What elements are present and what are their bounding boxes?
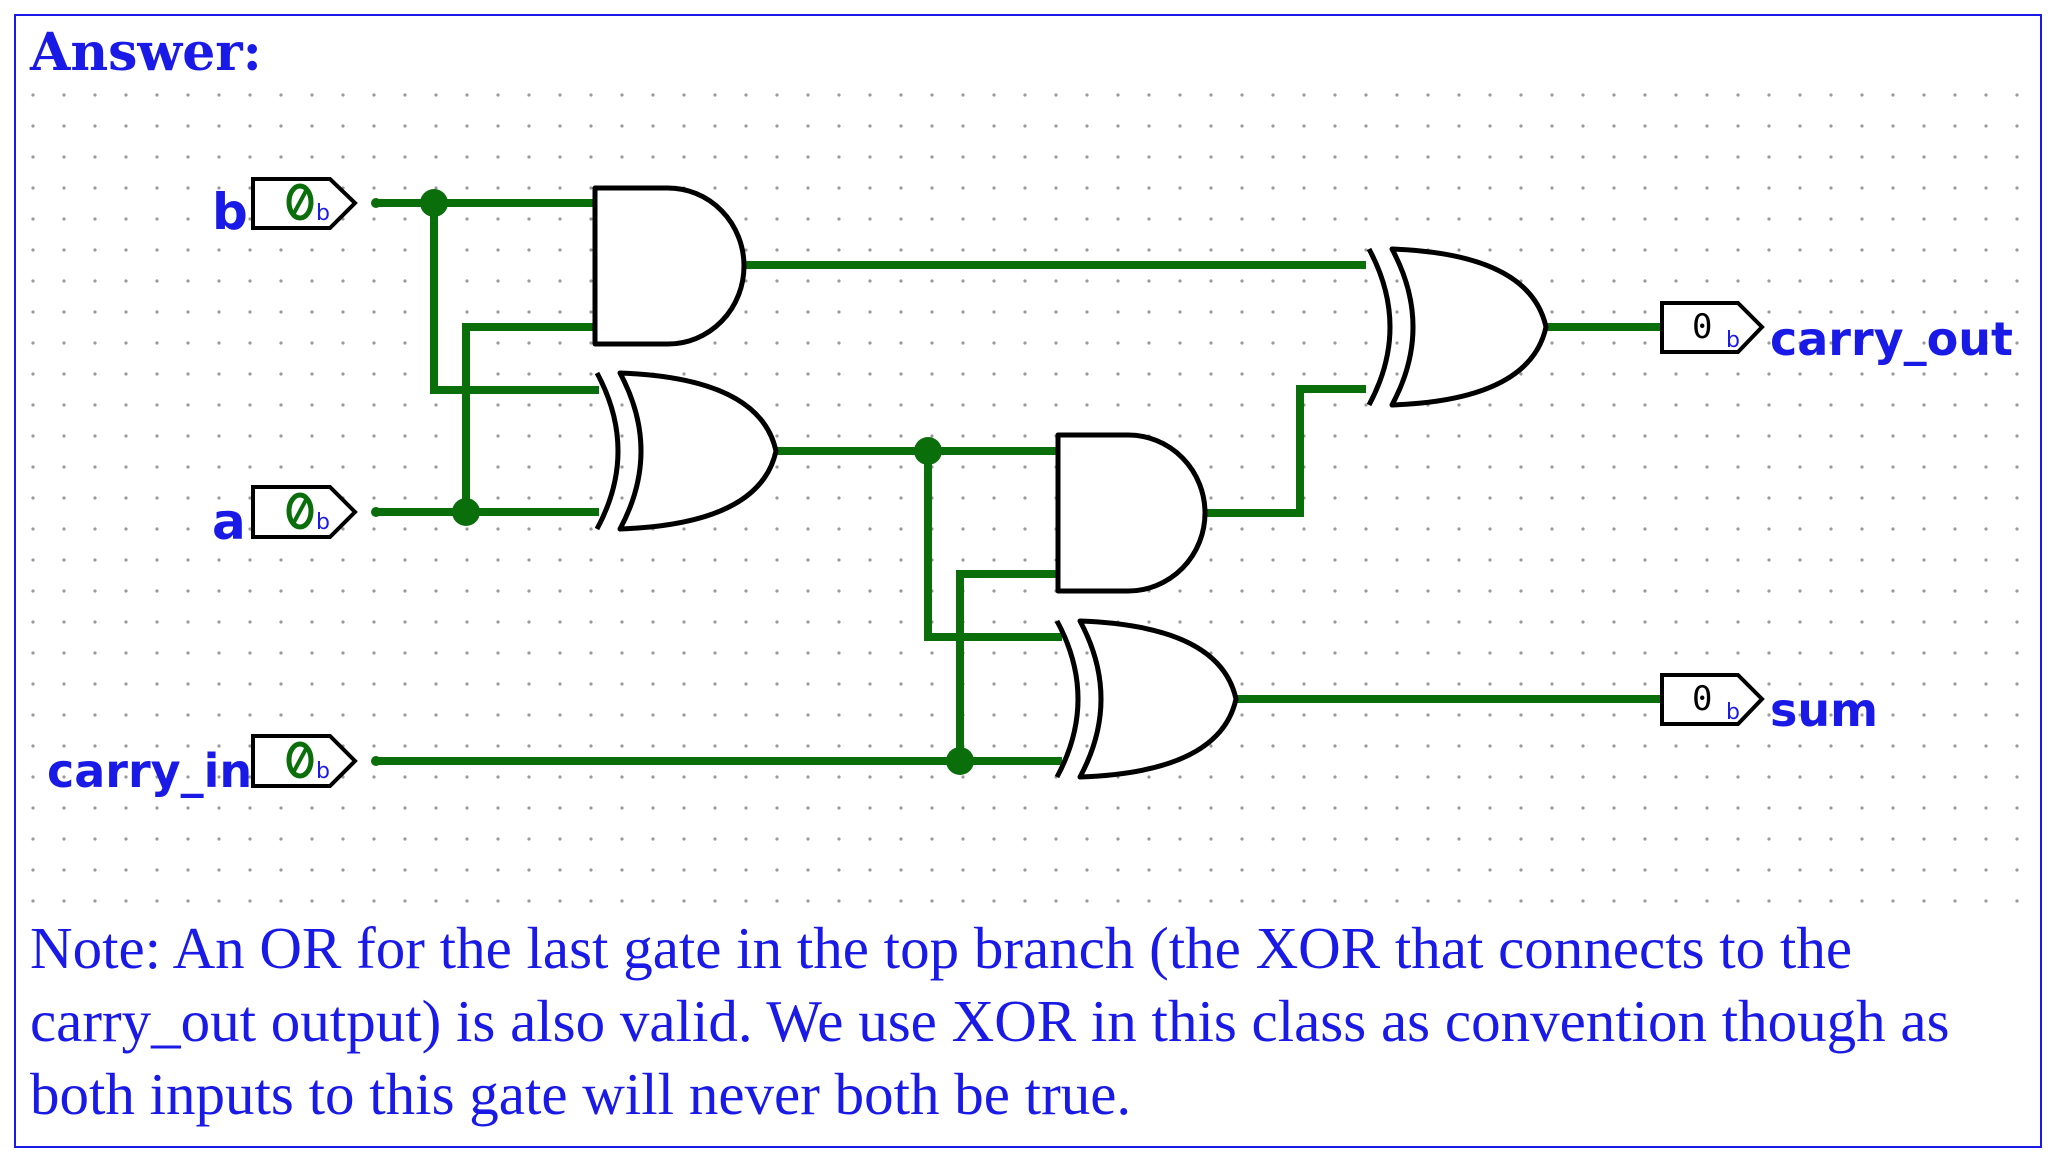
pin-base-carry-in: b xyxy=(316,759,330,784)
junction-xor1-out xyxy=(914,437,942,465)
wire-cin-to-and2 xyxy=(956,570,1062,765)
pin-base-sum: b xyxy=(1726,700,1740,725)
pin-base-b: b xyxy=(316,201,330,226)
pin-base-a: b xyxy=(316,510,330,535)
wire-b-to-xor1 xyxy=(430,199,599,394)
input-pin-carry-in[interactable]: b carry_in xyxy=(47,734,381,798)
output-pin-sum: 0 b sum xyxy=(1660,673,1878,737)
xor-gate-2 xyxy=(1054,618,1239,780)
junction-b xyxy=(420,189,448,217)
junction-a xyxy=(452,498,480,526)
pin-value-carry-in xyxy=(286,741,314,779)
answer-heading: Answer: xyxy=(30,22,262,83)
and-gate-2 xyxy=(1055,432,1208,594)
xor-gate-3 xyxy=(1366,246,1549,408)
label-a: a xyxy=(212,493,246,551)
pin-value-a xyxy=(286,492,314,530)
input-pin-a[interactable]: b a xyxy=(212,485,381,551)
label-carry-out: carry_out xyxy=(1770,312,2013,366)
label-b: b xyxy=(212,183,248,241)
wires xyxy=(374,199,1666,765)
grid-background xyxy=(30,80,2030,906)
and-gate-1 xyxy=(592,185,747,347)
input-pin-b[interactable]: b b xyxy=(212,177,381,241)
wire-and2-to-xor3 xyxy=(1201,385,1366,517)
pin-value-carry-out: 0 xyxy=(1692,307,1712,347)
junction-carry-in xyxy=(946,747,974,775)
pin-value-sum: 0 xyxy=(1692,679,1712,719)
label-carry-in: carry_in xyxy=(47,744,252,798)
wire-a-to-and1 xyxy=(462,323,599,516)
pin-base-carry-out: b xyxy=(1726,328,1740,353)
output-pin-carry-out: 0 b carry_out xyxy=(1660,301,2013,366)
note-text: Note: An OR for the last gate in the top… xyxy=(30,915,1950,1127)
circuit-diagram: b b b a b carry_in 0 b carry_out 0 b sum xyxy=(30,80,2030,906)
xor-gate-1 xyxy=(594,370,779,532)
wire-xor1-to-xor2 xyxy=(924,447,1062,641)
label-sum: sum xyxy=(1770,683,1878,737)
pin-value-b xyxy=(286,183,314,221)
